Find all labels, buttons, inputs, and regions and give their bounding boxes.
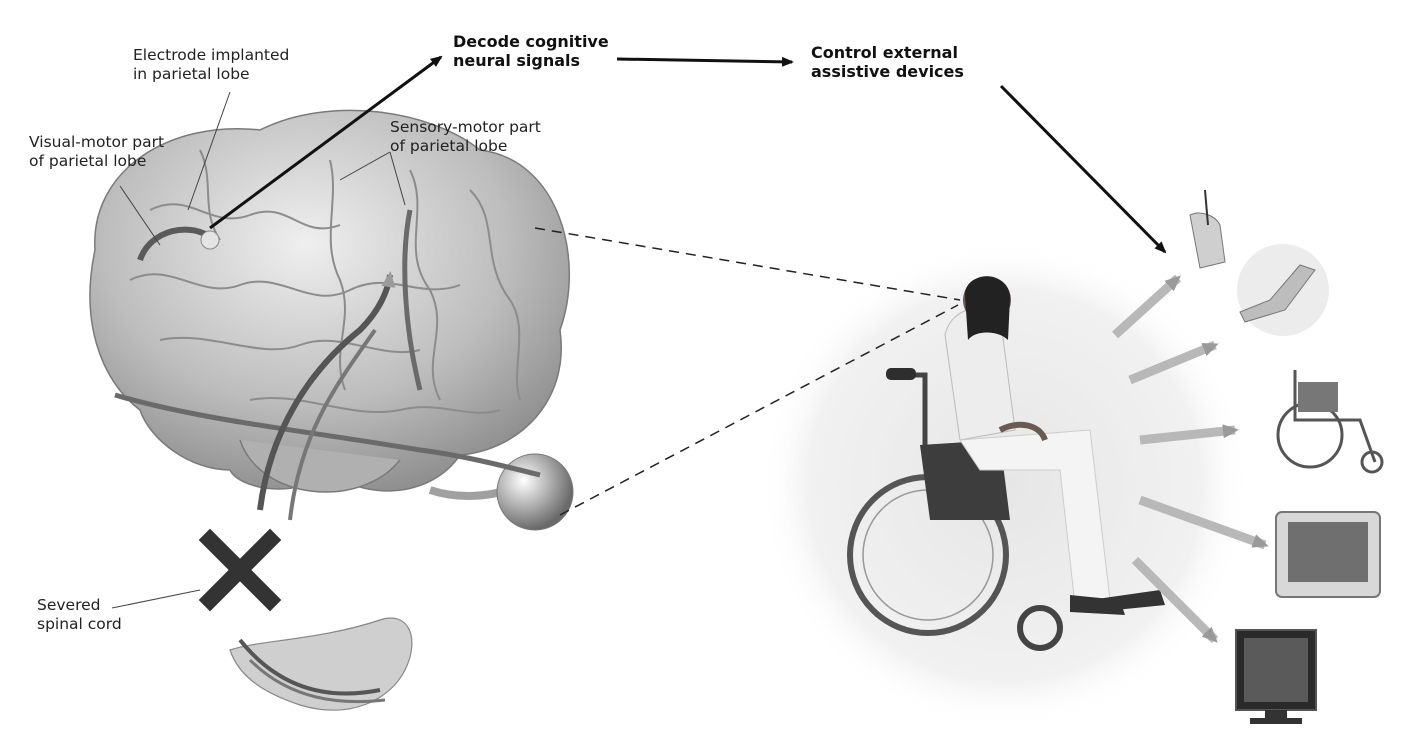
arrow-to-devices [1001, 86, 1165, 252]
hand-holding-pen-icon [1190, 190, 1225, 268]
label-severed: Severed spinal cord [37, 596, 122, 634]
label-sensory-motor: Sensory-motor part of parietal lobe [390, 118, 541, 156]
label-electrode: Electrode implanted in parietal lobe [133, 46, 289, 84]
leader-severed [112, 590, 200, 608]
electrode-marker [201, 231, 219, 249]
label-visual-motor: Visual-motor part of parietal lobe [29, 133, 164, 171]
robotic-arm-icon [1237, 244, 1329, 336]
arrow-to-control [617, 59, 792, 62]
label-decode: Decode cognitive neural signals [453, 32, 609, 70]
television-icon [1276, 512, 1380, 597]
label-control: Control external assistive devices [811, 43, 964, 81]
spinal-cord-illustration [230, 618, 412, 710]
cross-icon [210, 540, 270, 600]
wheelchair-icon [1278, 370, 1382, 472]
computer-monitor-icon [1236, 630, 1316, 724]
brain-illustration [90, 110, 573, 530]
dashed-line-top [535, 228, 960, 300]
